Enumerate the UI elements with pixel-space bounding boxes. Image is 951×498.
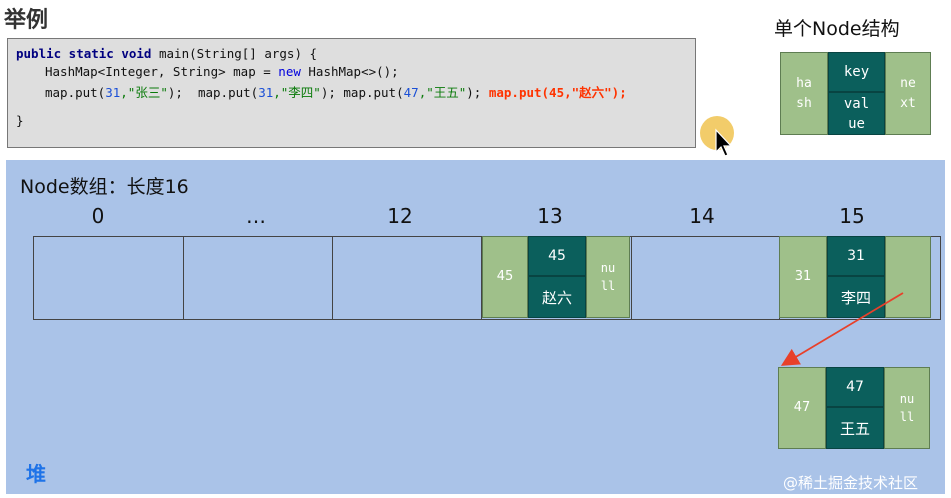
node-chained-47: 47 47 王五 nu ll — [778, 367, 930, 449]
node-hash-cell: 45 — [482, 236, 528, 318]
node-next-cell: ne xt — [885, 52, 931, 135]
code-line-1: public static void main(String[] args) { — [16, 46, 317, 61]
index-label: … — [246, 204, 266, 228]
node-value-cell: 王五 — [826, 407, 884, 449]
array-slot — [482, 237, 632, 319]
code-line-2: HashMap<Integer, String> map = new HashM… — [45, 64, 399, 79]
array-slot — [184, 237, 333, 319]
node-index-13: 45 45 赵六 nu ll — [482, 236, 630, 318]
code-box: public static void main(String[] args) {… — [7, 38, 696, 148]
code-string: ,"张三" — [120, 85, 168, 100]
code-text: map.put( — [45, 85, 106, 100]
code-text: HashMap<>(); — [300, 64, 399, 79]
array-slot — [34, 237, 184, 319]
watermark: @稀土掘金技术社区 — [783, 474, 919, 492]
node-hash-cell: ha sh — [780, 52, 828, 135]
node-index-15: 31 31 李四 — [779, 236, 931, 318]
index-label: 12 — [387, 204, 413, 228]
code-highlight: map.put(45,"赵六"); — [488, 85, 627, 100]
node-next-cell: nu ll — [586, 236, 630, 318]
code-line-4: } — [16, 113, 24, 128]
code-string: ,"王五" — [418, 85, 467, 100]
code-text: ); — [320, 85, 344, 100]
node-value-cell: 赵六 — [528, 276, 586, 318]
node-value-cell: 李四 — [827, 276, 885, 318]
node-key-cell: 31 — [827, 236, 885, 276]
array-title: Node数组：长度16 — [20, 176, 189, 198]
page-title: 举例 — [4, 8, 49, 33]
code-keyword-new: new — [278, 64, 301, 79]
array-slot — [333, 237, 482, 319]
code-text: main(String[] args) { — [151, 46, 318, 61]
code-number: 47 — [403, 85, 419, 100]
node-key-cell: 47 — [826, 367, 884, 407]
index-label: 0 — [91, 204, 105, 228]
node-hash-cell: 31 — [779, 236, 827, 318]
code-text: map.put( — [343, 85, 404, 100]
code-text: map.put( — [197, 85, 259, 100]
index-label: 13 — [537, 204, 563, 228]
node-key-cell: 45 — [528, 236, 586, 276]
node-next-cell: nu ll — [884, 367, 930, 449]
code-number: 31 — [105, 85, 121, 100]
node-structure: ha sh key val ue ne xt — [780, 52, 931, 135]
node-hash-cell: 47 — [778, 367, 826, 449]
index-label: 14 — [689, 204, 715, 228]
index-label: 15 — [839, 204, 865, 228]
code-string: ,"李四" — [273, 85, 321, 100]
heap-label: 堆 — [26, 462, 46, 486]
code-line-3: map.put(31,"张三"); map.put(31,"李四"); map.… — [45, 82, 627, 101]
node-structure-title: 单个Node结构 — [774, 18, 900, 40]
node-key-cell: key — [828, 52, 885, 92]
code-text: ); — [167, 85, 198, 100]
node-value-cell: val ue — [828, 92, 885, 135]
mouse-pointer-icon — [715, 128, 733, 157]
node-next-cell — [885, 236, 931, 318]
code-text: ); — [466, 85, 489, 100]
code-keyword: public static void — [16, 46, 152, 61]
code-text: HashMap<Integer, String> map = — [45, 64, 279, 79]
code-number: 31 — [258, 85, 274, 100]
